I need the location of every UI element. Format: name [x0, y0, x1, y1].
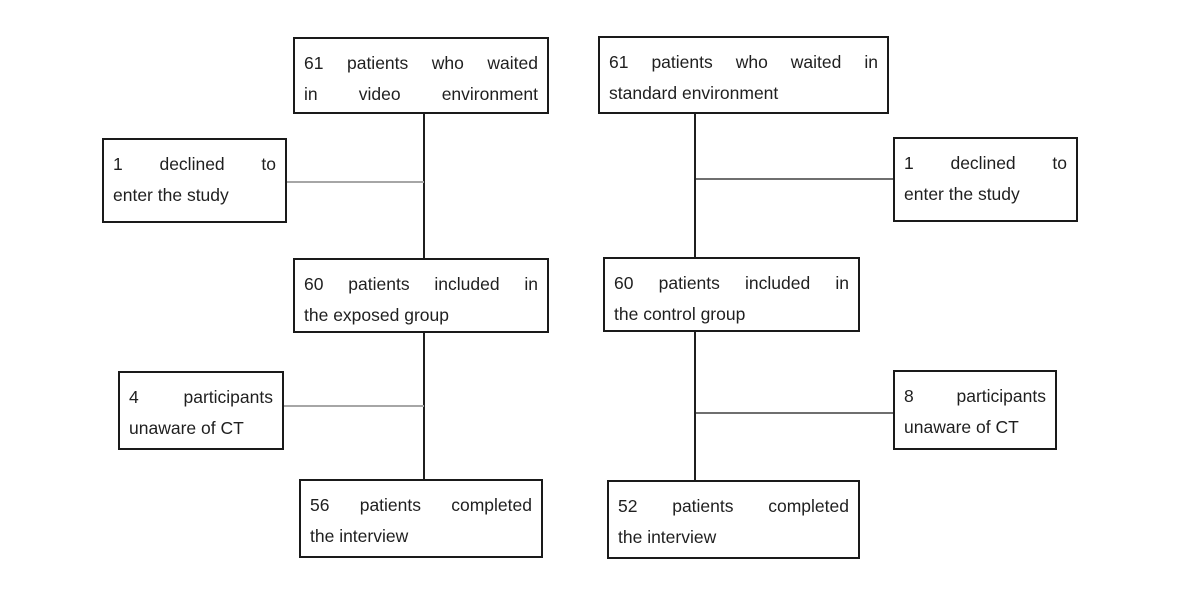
box-text-line: 61 patients who waited — [304, 53, 538, 73]
box-text-line: enter the study — [113, 185, 229, 205]
box-control-group-included: 60 patients included in the control grou… — [603, 257, 860, 332]
connector-left-top-to-included — [423, 114, 425, 258]
box-text-line: 61 patients who waited in — [609, 52, 878, 72]
box-right-unaware: 8 participants unaware of CT — [893, 370, 1057, 450]
box-text-line: unaware of CT — [904, 417, 1019, 437]
box-text-line: standard environment — [609, 83, 779, 103]
box-text-line: 60 patients included in — [614, 273, 849, 293]
box-text-line: 56 patients completed — [310, 495, 532, 515]
box-text-line: 60 patients included in — [304, 274, 538, 294]
box-left-unaware: 4 participants unaware of CT — [118, 371, 284, 450]
connector-left-included-to-completed — [423, 333, 425, 479]
box-text-line: 1 declined to — [113, 154, 276, 174]
box-text-line: enter the study — [904, 184, 1020, 204]
box-left-declined: 1 declined to enter the study — [102, 138, 287, 223]
box-text-line: in video environment — [304, 84, 538, 104]
box-right-completed-interview: 52 patients completed the interview — [607, 480, 860, 559]
box-video-environment-total: 61 patients who waited in video environm… — [293, 37, 549, 114]
box-text-line: 8 participants — [904, 386, 1046, 406]
connector-right-top-to-included — [694, 114, 696, 257]
box-text-line: unaware of CT — [129, 418, 244, 438]
connector-right-declined-branch — [696, 178, 893, 180]
connector-left-declined-branch — [287, 181, 424, 183]
box-text-line: the interview — [618, 527, 717, 547]
connector-right-included-to-completed — [694, 332, 696, 480]
box-text-line: 1 declined to — [904, 153, 1067, 173]
box-text-line: 52 patients completed — [618, 496, 849, 516]
box-right-declined: 1 declined to enter the study — [893, 137, 1078, 222]
box-text-line: the interview — [310, 526, 409, 546]
box-standard-environment-total: 61 patients who waited in standard envir… — [598, 36, 889, 114]
box-text-line: the exposed group — [304, 305, 449, 325]
connector-right-unaware-branch — [696, 412, 893, 414]
box-exposed-group-included: 60 patients included in the exposed grou… — [293, 258, 549, 333]
box-text-line: the control group — [614, 304, 746, 324]
connector-left-unaware-branch — [284, 405, 424, 407]
box-text-line: 4 participants — [129, 387, 273, 407]
box-left-completed-interview: 56 patients completed the interview — [299, 479, 543, 558]
